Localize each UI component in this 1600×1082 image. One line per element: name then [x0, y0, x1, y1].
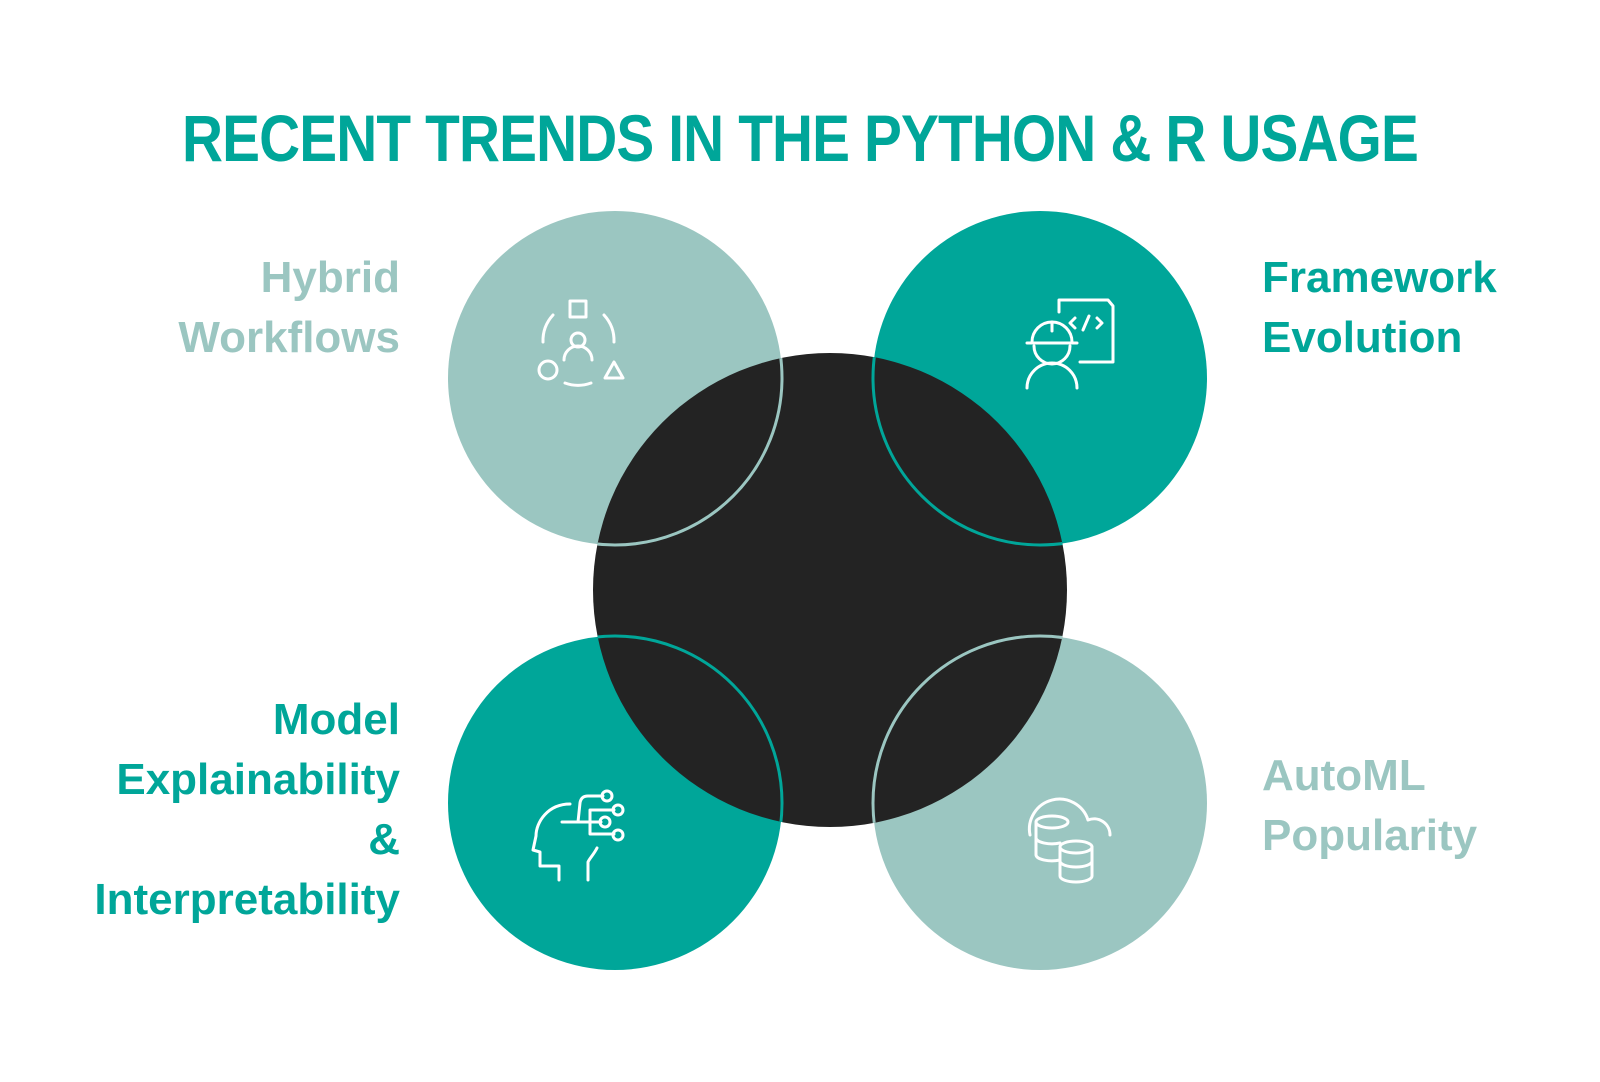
ai-head-icon — [531, 789, 625, 882]
label-model-explainability: Model Explainability & Interpretability — [94, 695, 400, 924]
workflow-icon — [537, 299, 625, 387]
label-hybrid-workflows: Hybrid Workflows — [178, 253, 400, 362]
label-automl-popularity: AutoML Popularity — [1262, 751, 1478, 860]
page-title: RECENT TRENDS IN THE PYTHON & R USAGE — [182, 101, 1419, 175]
label-framework-evolution: Framework Evolution — [1262, 253, 1497, 362]
cloud-database-icon — [1027, 797, 1112, 884]
developer-code-icon — [1025, 298, 1115, 390]
